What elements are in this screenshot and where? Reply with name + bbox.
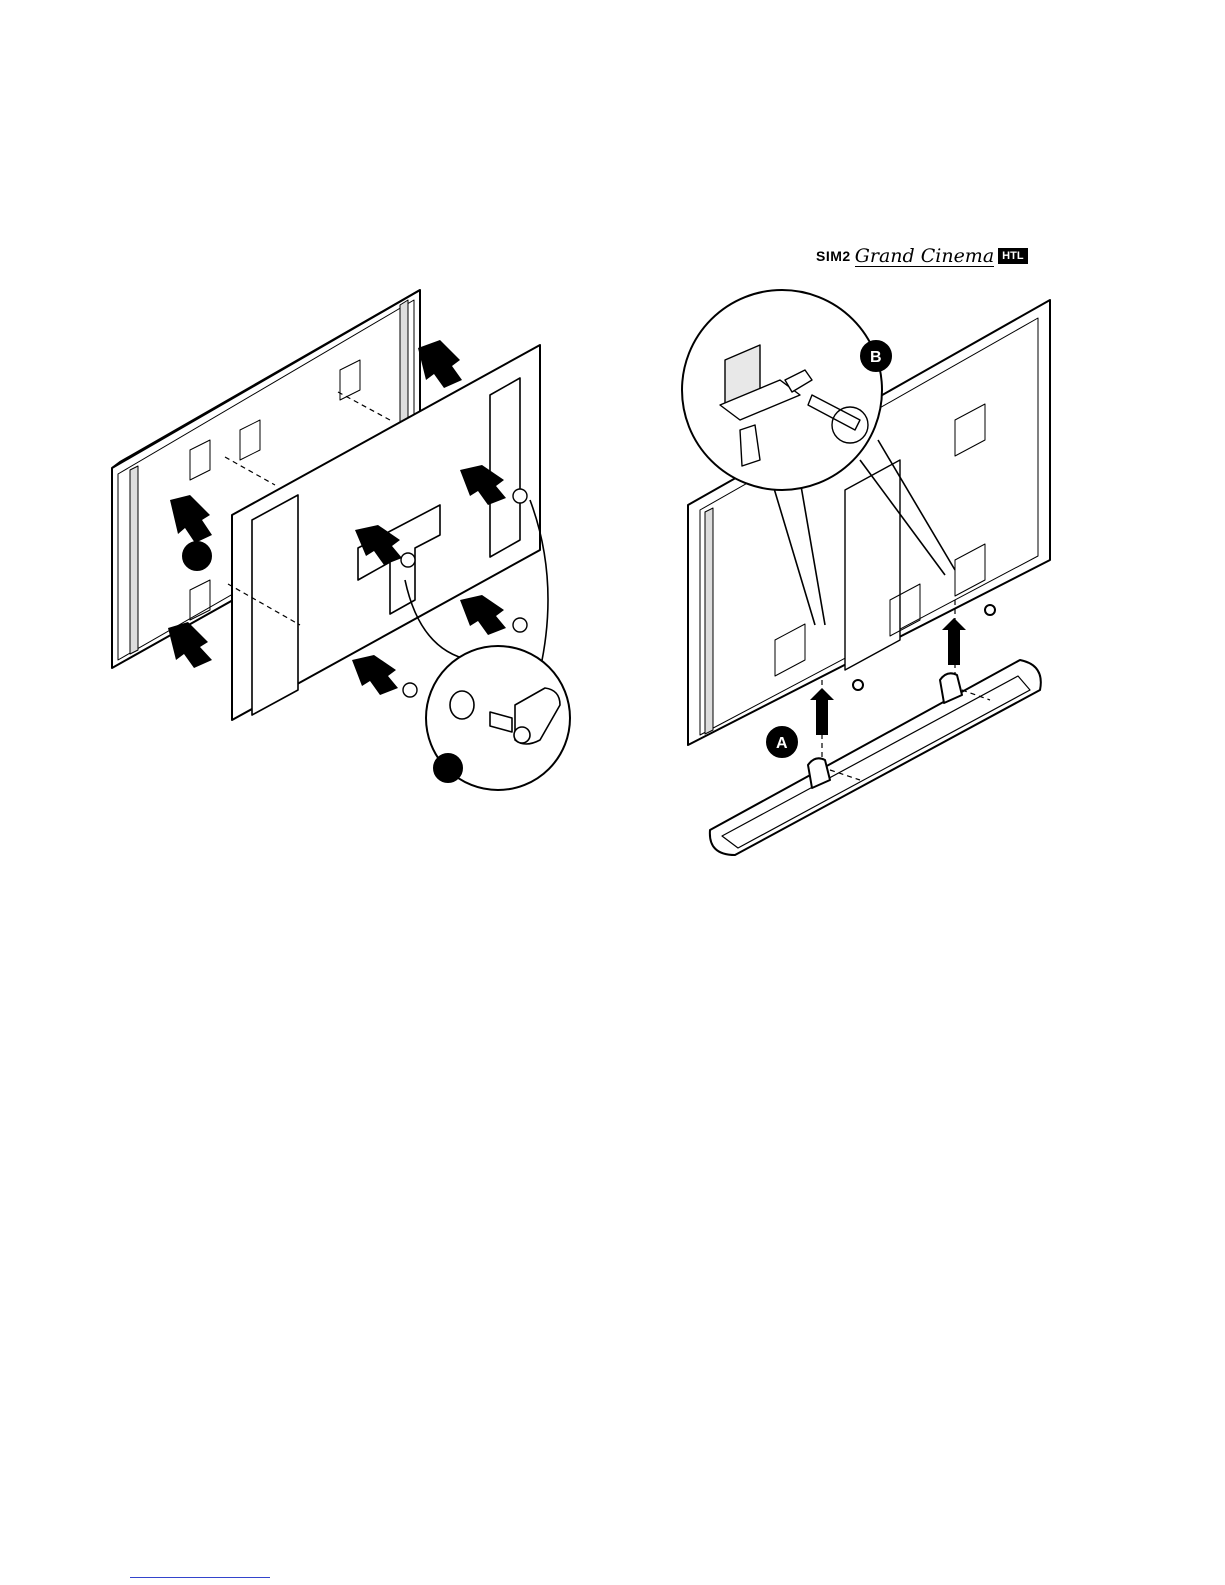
screw-icon xyxy=(513,489,527,503)
screw-icon xyxy=(853,680,863,690)
screw-icon xyxy=(513,618,527,632)
step-marker-dot xyxy=(434,754,462,782)
arrow-up-icon xyxy=(810,688,834,735)
arrow-up-icon xyxy=(942,618,966,665)
arrow-icon xyxy=(418,340,462,388)
arrow-icon xyxy=(460,595,506,635)
arrow-icon xyxy=(352,655,398,695)
screw-icon xyxy=(403,683,417,697)
callout-label-a: A xyxy=(776,735,788,752)
screw-icon xyxy=(985,605,995,615)
arrow-icon xyxy=(168,622,212,668)
step-marker-dot xyxy=(183,542,211,570)
nut-icon xyxy=(450,691,474,719)
callout-label-b: B xyxy=(870,349,882,366)
screw-icon xyxy=(401,553,415,567)
footer-rule xyxy=(130,1577,270,1578)
